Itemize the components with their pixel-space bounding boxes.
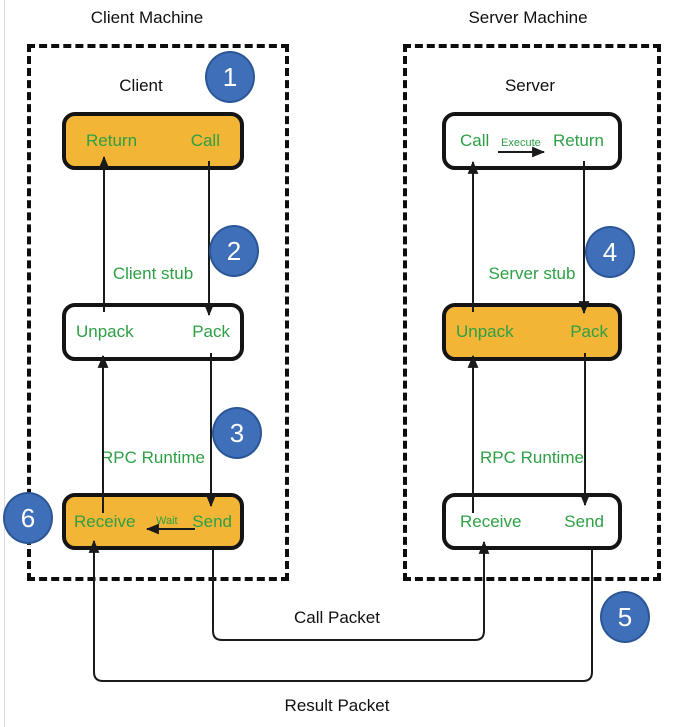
server-return-label: Return bbox=[552, 131, 604, 150]
step-badge-6: 6 bbox=[3, 492, 53, 544]
server-call-label: Call bbox=[460, 131, 490, 150]
client-wait-label: Wait bbox=[156, 515, 178, 527]
step-badge-4: 4 bbox=[585, 226, 635, 278]
client-layer-label: Client bbox=[119, 76, 163, 95]
client-pack-label: Pack bbox=[192, 322, 230, 341]
server-execute-label: Execute bbox=[501, 137, 541, 149]
client-app-box: Return Call bbox=[62, 112, 244, 170]
server-runtime-title: RPC Runtime bbox=[480, 448, 584, 467]
call-packet-label: Call Packet bbox=[294, 608, 380, 627]
client-send-label: Send bbox=[192, 511, 232, 531]
step-badge-2: 2 bbox=[209, 225, 259, 277]
step-badge-5: 5 bbox=[600, 591, 650, 643]
client-unpack-label: Unpack bbox=[76, 322, 134, 341]
page-edge-line bbox=[4, 0, 5, 727]
server-receive-label: Receive bbox=[460, 511, 522, 531]
client-stub-box: Unpack Pack bbox=[62, 303, 244, 361]
server-machine-title: Server Machine bbox=[468, 8, 588, 27]
client-runtime-box: Receive Wait Send bbox=[62, 493, 244, 550]
result-packet-label: Result Packet bbox=[284, 696, 390, 715]
server-stub-box: Unpack Pack bbox=[442, 303, 622, 361]
server-app-box: Call Execute Return bbox=[442, 112, 622, 170]
server-send-label: Send bbox=[564, 511, 604, 531]
client-call-label: Call bbox=[190, 131, 220, 150]
client-runtime-title: RPC Runtime bbox=[101, 448, 205, 467]
client-stub-title: Client stub bbox=[112, 264, 194, 283]
client-return-label: Return bbox=[86, 131, 138, 150]
server-layer-label: Server bbox=[504, 76, 556, 95]
step-badge-3: 3 bbox=[212, 407, 262, 459]
client-receive-label: Receive bbox=[74, 511, 136, 531]
client-machine-title: Client Machine bbox=[90, 8, 204, 27]
server-pack-label: Pack bbox=[570, 322, 608, 341]
server-stub-title: Server stub bbox=[488, 264, 576, 283]
server-unpack-label: Unpack bbox=[456, 322, 514, 341]
step-badge-1: 1 bbox=[205, 51, 255, 103]
server-runtime-box: Receive Send bbox=[442, 493, 622, 550]
